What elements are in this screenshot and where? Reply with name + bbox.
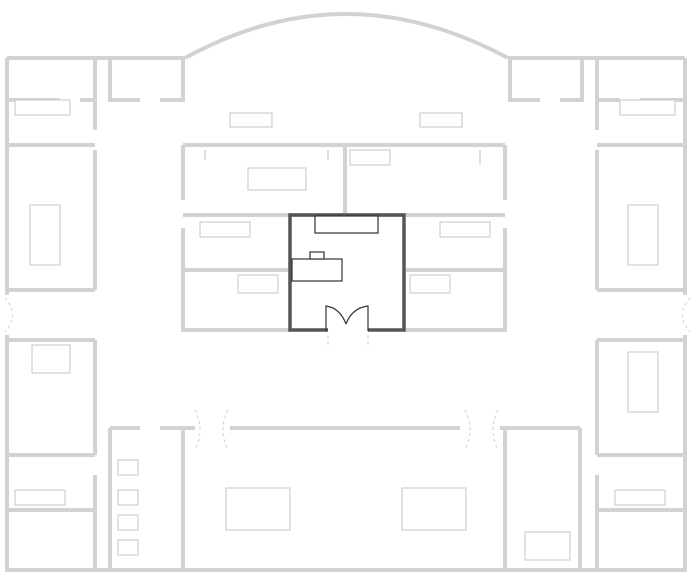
lower-walls (108, 426, 582, 570)
desk-counter (314, 215, 379, 234)
desk (291, 258, 343, 282)
central-offices (181, 143, 507, 332)
double-door[interactable] (325, 305, 369, 331)
outer-walls (5, 56, 687, 572)
furniture (14, 99, 676, 561)
central-office-highlighted[interactable] (288, 213, 406, 332)
doors (4, 297, 690, 451)
chair (309, 251, 325, 260)
atrium-arc-wall (184, 12, 509, 60)
